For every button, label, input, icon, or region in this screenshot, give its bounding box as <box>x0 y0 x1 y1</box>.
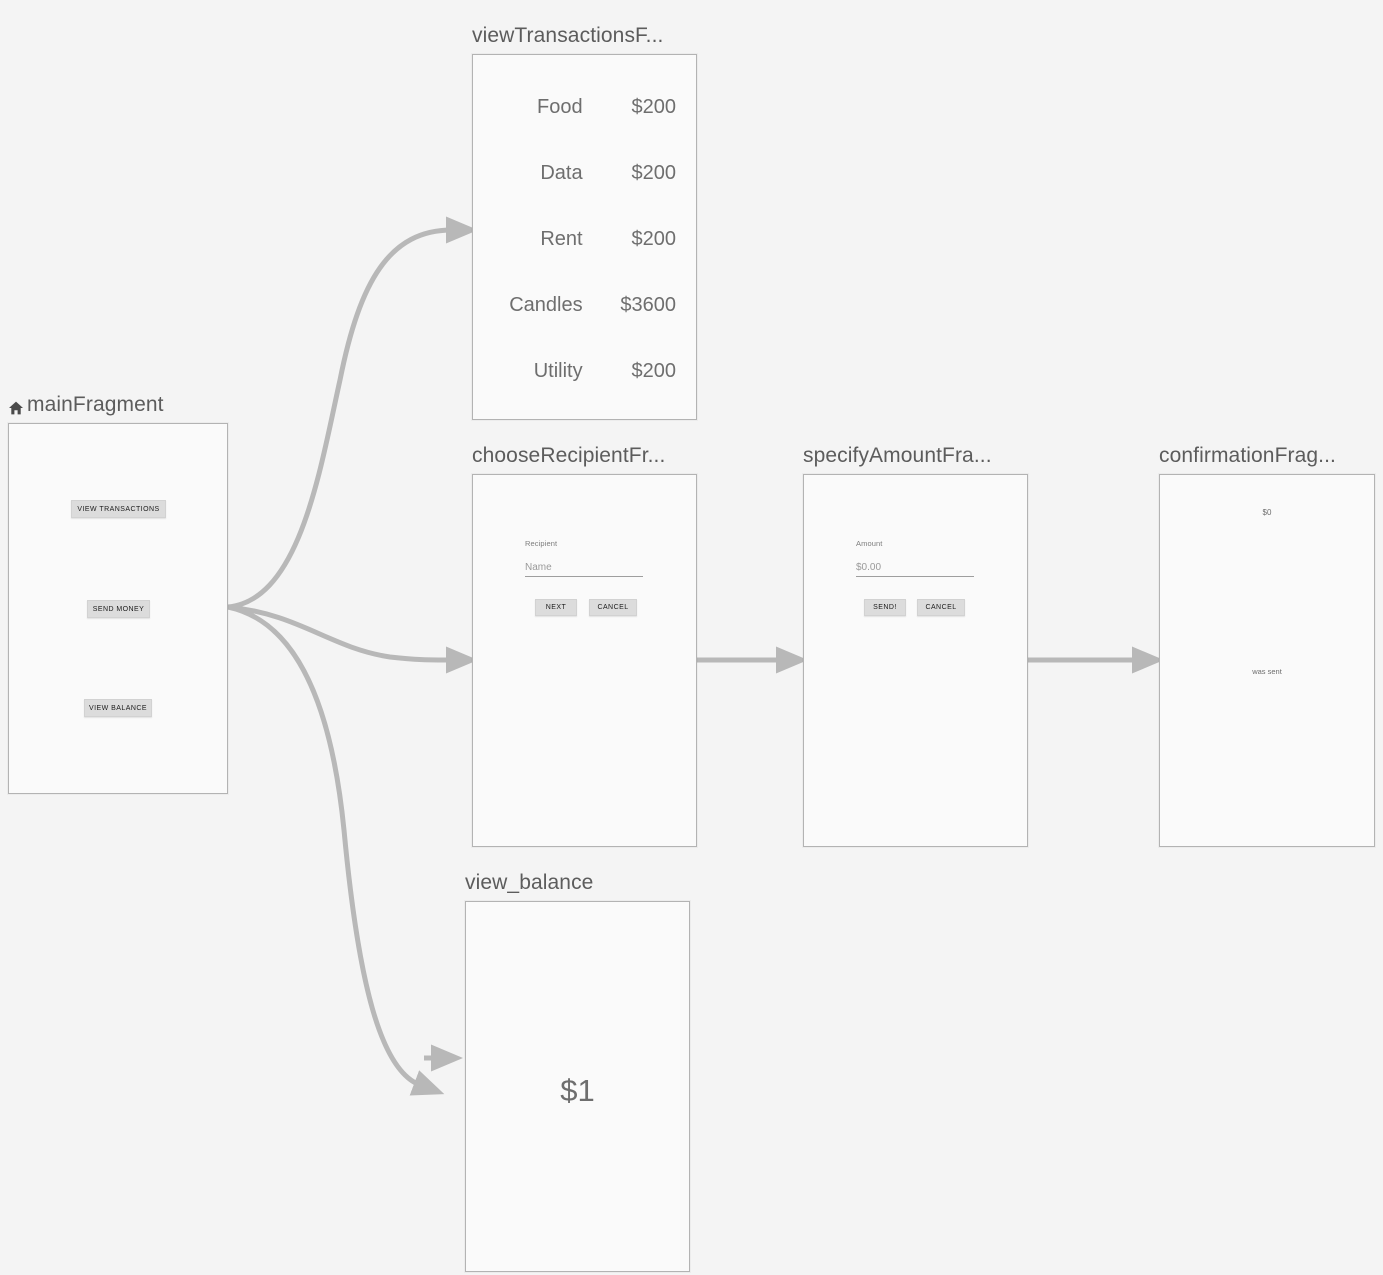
button-view-balance[interactable]: VIEW BALANCE <box>84 699 152 717</box>
node-title-text: specifyAmountFra... <box>803 444 992 467</box>
transaction-amount: $3600 <box>620 294 676 316</box>
next-button[interactable]: NEXT <box>535 599 577 616</box>
node-title-view-balance: view_balance <box>465 871 593 895</box>
cancel-button[interactable]: CANCEL <box>589 599 637 616</box>
node-title-text: confirmationFrag... <box>1159 444 1336 467</box>
node-title-text: mainFragment <box>27 393 164 416</box>
table-row: Utility $200 <box>473 360 696 383</box>
confirmation-message: was sent <box>1252 667 1282 676</box>
amount-field-label: Amount <box>856 539 883 548</box>
node-title-text: viewTransactionsF... <box>472 24 664 47</box>
send-button[interactable]: SEND! <box>864 599 906 616</box>
node-frame-mainfragment <box>8 423 228 794</box>
node-confirmationfragment[interactable]: confirmationFrag... $0 was sent <box>1159 444 1375 847</box>
table-row: Food $200 <box>473 96 696 119</box>
node-frame-chooserecipientfragment <box>472 474 697 847</box>
preview-confirmationfragment: $0 was sent <box>1160 475 1374 846</box>
edge-main-to-viewbalance <box>225 604 445 1096</box>
transaction-category: Candles <box>509 294 583 316</box>
table-row: Rent $200 <box>473 228 696 251</box>
edge-main-to-chooserecipient <box>225 604 478 674</box>
node-title-text: chooseRecipientFr... <box>472 444 666 467</box>
node-title-mainfragment: mainFragment <box>8 393 164 417</box>
confirmation-amount: $0 <box>1262 508 1272 517</box>
preview-mainfragment: VIEW TRANSACTIONS SEND MONEY VIEW BALANC… <box>9 424 227 793</box>
node-title-specifyamountfragment: specifyAmountFra... <box>803 444 992 468</box>
node-view-balance[interactable]: view_balance $1 <box>465 871 690 1272</box>
transaction-amount: $200 <box>631 360 677 382</box>
preview-viewtransactionsfragment: Food $200 Data $200 Rent $200 Candles $3… <box>473 55 696 419</box>
node-specifyamountfragment[interactable]: specifyAmountFra... Amount $0.00 SEND! C… <box>803 444 1028 847</box>
recipient-input[interactable]: Name <box>525 562 643 577</box>
node-title-chooserecipientfragment: chooseRecipientFr... <box>472 444 665 468</box>
node-title-viewtransactionsfragment: viewTransactionsF... <box>472 24 663 48</box>
node-title-confirmationfragment: confirmationFrag... <box>1159 444 1336 468</box>
node-chooserecipientfragment[interactable]: chooseRecipientFr... Recipient Name NEXT… <box>472 444 697 847</box>
table-row: Data $200 <box>473 162 696 185</box>
transaction-category: Data <box>540 162 583 184</box>
node-mainfragment[interactable]: mainFragment VIEW TRANSACTIONS SEND MONE… <box>8 393 228 794</box>
node-frame-confirmationfragment <box>1159 474 1375 847</box>
node-title-text: view_balance <box>465 871 594 894</box>
home-icon <box>8 398 24 415</box>
button-send-money[interactable]: SEND MONEY <box>87 600 150 618</box>
node-frame-viewtransactionsfragment <box>472 54 697 420</box>
transaction-category: Food <box>537 96 583 118</box>
transaction-amount: $200 <box>631 96 677 118</box>
preview-view-balance: $1 <box>466 902 689 1271</box>
transaction-category: Utility <box>533 360 583 382</box>
node-frame-specifyamountfragment <box>803 474 1028 847</box>
preview-specifyamountfragment: Amount $0.00 SEND! CANCEL <box>804 475 1027 846</box>
amount-input[interactable]: $0.00 <box>856 562 974 577</box>
cancel-button[interactable]: CANCEL <box>917 599 965 616</box>
transaction-amount: $200 <box>631 162 677 184</box>
node-viewtransactionsfragment[interactable]: viewTransactionsF... Food $200 Data $200… <box>472 24 697 420</box>
table-row: Candles $3600 <box>473 294 696 317</box>
balance-amount: $1 <box>560 1073 595 1108</box>
node-frame-view-balance <box>465 901 690 1272</box>
recipient-field-label: Recipient <box>525 539 558 548</box>
preview-chooserecipientfragment: Recipient Name NEXT CANCEL <box>473 475 696 846</box>
edge-main-to-viewtransactions <box>225 216 478 610</box>
button-view-transactions[interactable]: VIEW TRANSACTIONS <box>71 500 166 518</box>
transaction-amount: $200 <box>631 228 677 250</box>
transaction-category: Rent <box>540 228 583 250</box>
